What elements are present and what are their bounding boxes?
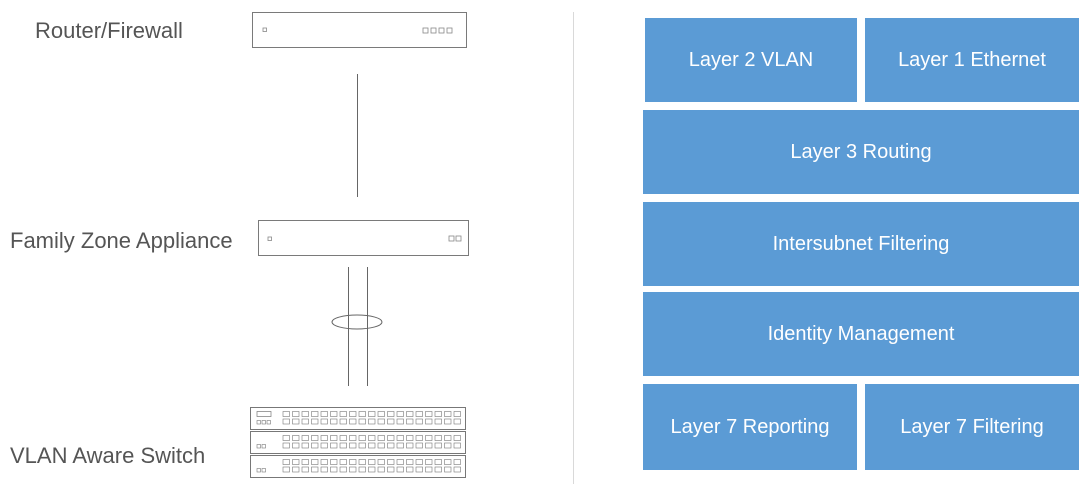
layer-block-intersubnet-filtering: Intersubnet Filtering bbox=[643, 202, 1079, 286]
layer-block-l2-vlan: Layer 2 VLAN bbox=[645, 18, 857, 102]
layer-block-l1-ethernet: Layer 1 Ethernet bbox=[865, 18, 1079, 102]
router-device bbox=[252, 12, 467, 48]
layer-block-l7-filtering: Layer 7 Filtering bbox=[865, 384, 1079, 470]
layer-block-l3-routing: Layer 3 Routing bbox=[643, 110, 1079, 194]
appliance-label: Family Zone Appliance bbox=[10, 228, 233, 253]
layer-block-l7-reporting: Layer 7 Reporting bbox=[643, 384, 857, 470]
switch-stack bbox=[250, 407, 466, 478]
appliance-device bbox=[258, 220, 469, 256]
bonded-link bbox=[331, 267, 383, 386]
switch-label: VLAN Aware Switch bbox=[10, 443, 206, 468]
router-label: Router/Firewall bbox=[35, 18, 183, 43]
layer-block-identity-management: Identity Management bbox=[643, 292, 1079, 376]
